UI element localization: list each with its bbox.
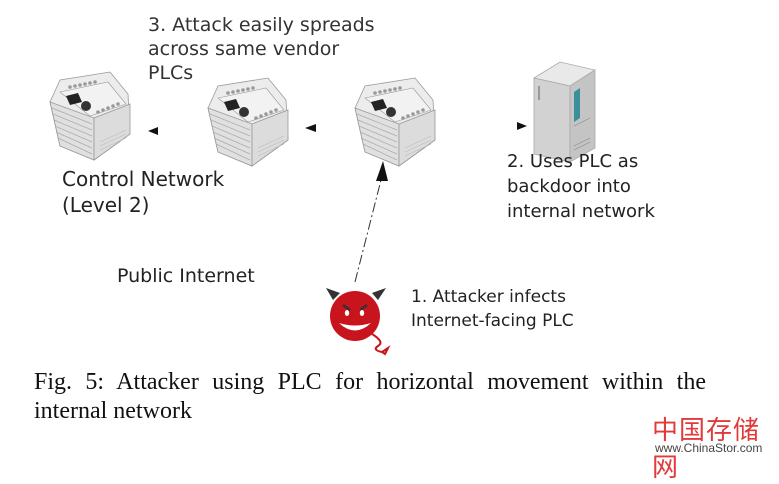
arrowhead-to-plc-control (148, 127, 158, 135)
watermark-url: www.ChinaStor.com (655, 441, 763, 455)
control-network-label: Control Network (Level 2) (62, 167, 225, 217)
spread-label: 3. Attack easily spreads across same ven… (148, 14, 375, 84)
public-internet-label: Public Internet (117, 265, 255, 287)
attacker-label: 1. Attacker infects Internet-facing PLC (411, 287, 574, 331)
plc-middle-icon (207, 77, 289, 167)
plc-internet-facing-icon (354, 77, 436, 167)
figure-caption: Fig. 5: Attacker using PLC for horizonta… (34, 369, 706, 424)
server-icon (532, 61, 597, 163)
attack-arrowhead (376, 161, 388, 181)
plc-control-icon (49, 71, 131, 161)
arrowhead-to-plc-middle (305, 124, 316, 132)
attack-arrow-line (354, 179, 382, 283)
arrowhead-to-server (517, 122, 527, 130)
diagram-canvas (49, 61, 597, 356)
backdoor-label: 2. Uses PLC as backdoor into internal ne… (507, 151, 655, 222)
devil-attacker-icon (326, 288, 391, 356)
